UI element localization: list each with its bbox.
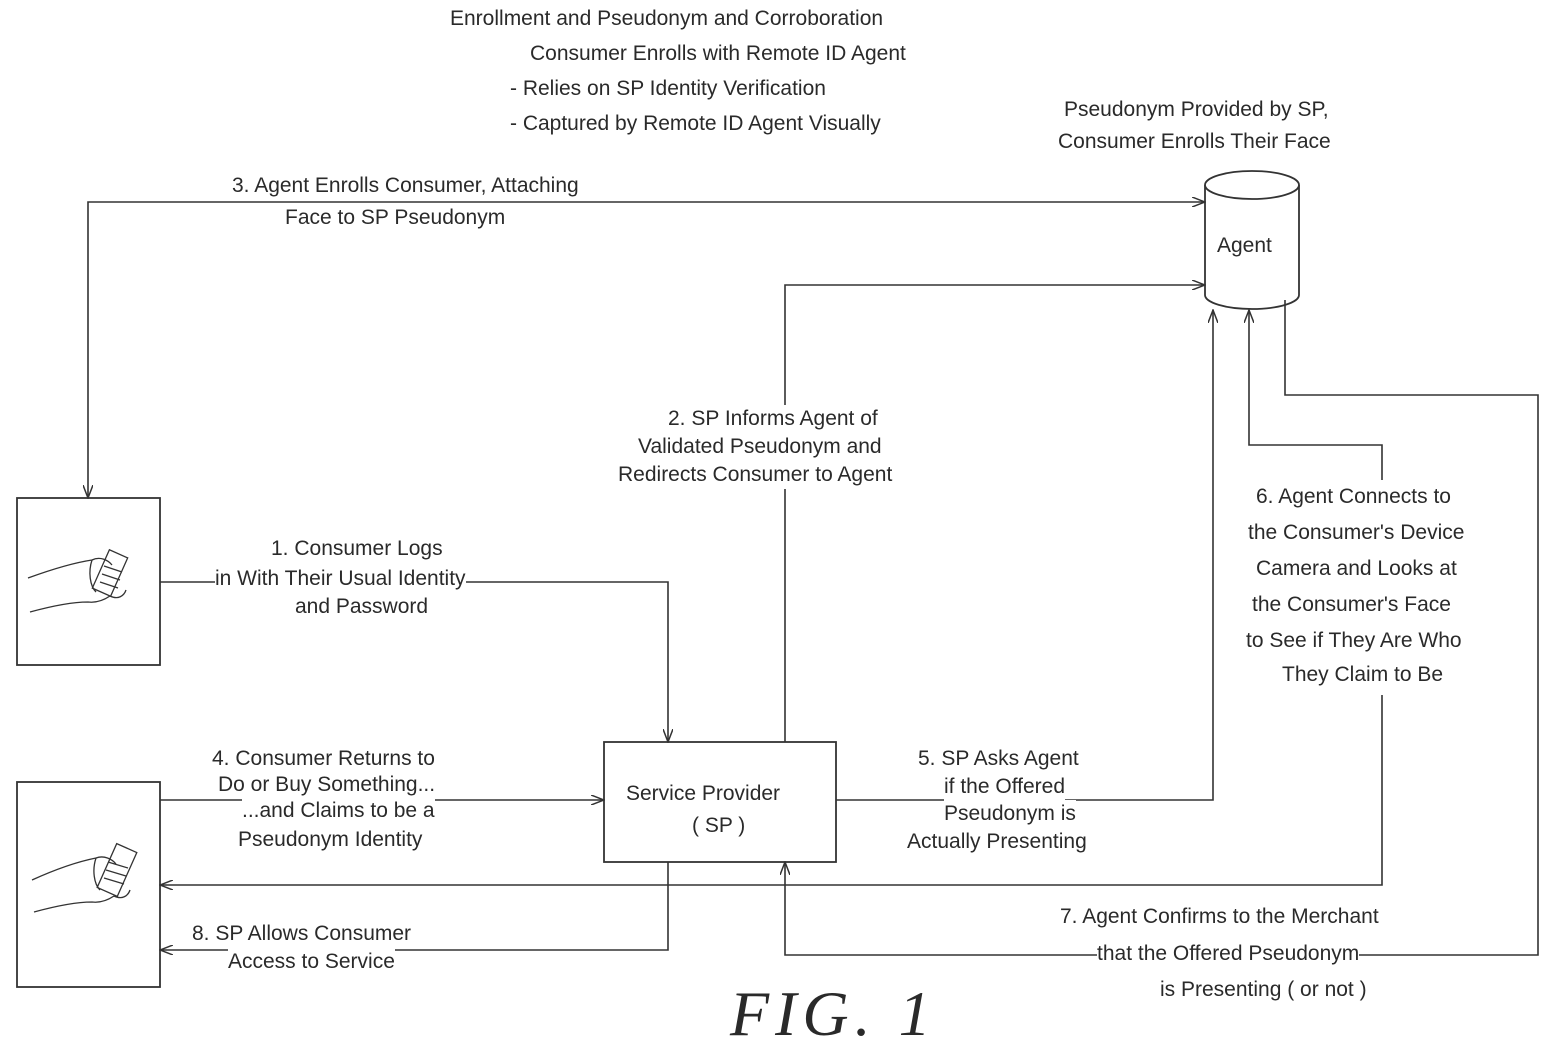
- step-6-line-3: Camera and Looks at: [1256, 555, 1457, 583]
- step-5-line-1: 5. SP Asks Agent: [918, 745, 1079, 773]
- step-5-line-2: if the Offered: [944, 773, 1066, 801]
- agent-database: [1204, 170, 1300, 310]
- step-4-line-2: Do or Buy Something...: [218, 771, 436, 799]
- step-6-line-1: 6. Agent Connects to: [1256, 483, 1451, 511]
- hand-phone-icon: [27, 548, 129, 613]
- title-line-2: Consumer Enrolls with Remote ID Agent: [530, 40, 906, 68]
- step-2-line-1: 2. SP Informs Agent of: [668, 405, 878, 433]
- step-5-line-3: Pseudonym is: [944, 800, 1076, 828]
- step-6-line-2: the Consumer's Device: [1248, 519, 1465, 547]
- step-7-line-2: that the Offered Pseudonym: [1097, 940, 1360, 968]
- title-bullet-1: - Relies on SP Identity Verification: [510, 75, 826, 103]
- agent-caption-line-1: Pseudonym Provided by SP,: [1064, 96, 1329, 124]
- hand-phone-icon: [31, 842, 138, 913]
- step-4-line-3: ...and Claims to be a: [242, 797, 435, 825]
- step-1-line-2: in With Their Usual Identity: [215, 565, 466, 593]
- title-bullet-2: - Captured by Remote ID Agent Visually: [510, 110, 881, 138]
- consumer-device-top-box: [16, 497, 161, 666]
- service-provider-label-line-1: Service Provider: [626, 782, 781, 805]
- title-line-1: Enrollment and Pseudonym and Corroborati…: [450, 5, 884, 33]
- step-1-line-3: and Password: [295, 593, 429, 621]
- service-provider-label-line-2: ( SP ): [692, 814, 746, 837]
- step-3-line-2: Face to SP Pseudonym: [285, 204, 506, 232]
- step-8-line-1: 8. SP Allows Consumer: [192, 920, 412, 948]
- step-8-line-2: Access to Service: [228, 948, 395, 976]
- step-4-line-1: 4. Consumer Returns to: [212, 745, 435, 773]
- step-6-line-4: the Consumer's Face: [1252, 591, 1451, 619]
- agent-label: Agent: [1217, 234, 1272, 257]
- step-5-line-4: Actually Presenting: [907, 828, 1087, 856]
- step-7-line-1: 7. Agent Confirms to the Merchant: [1060, 903, 1379, 931]
- step-6-line-5: to See if They Are Who: [1246, 627, 1462, 655]
- consumer-device-bottom-box: [16, 781, 161, 988]
- step-6-line-6: They Claim to Be: [1282, 661, 1444, 689]
- figure-label: FIG. 1: [730, 978, 937, 1049]
- step-7-line-3: is Presenting ( or not ): [1160, 976, 1367, 1004]
- diagram-canvas: [16, 170, 1539, 988]
- step-4-line-4: Pseudonym Identity: [238, 826, 423, 854]
- step-2-line-3: Redirects Consumer to Agent: [618, 461, 893, 489]
- step-3-line-1: 3. Agent Enrolls Consumer, Attaching: [232, 172, 579, 200]
- agent-caption-line-2: Consumer Enrolls Their Face: [1058, 128, 1331, 156]
- step-2-line-2: Validated Pseudonym and: [638, 433, 882, 461]
- step-1-line-1: 1. Consumer Logs: [271, 535, 443, 563]
